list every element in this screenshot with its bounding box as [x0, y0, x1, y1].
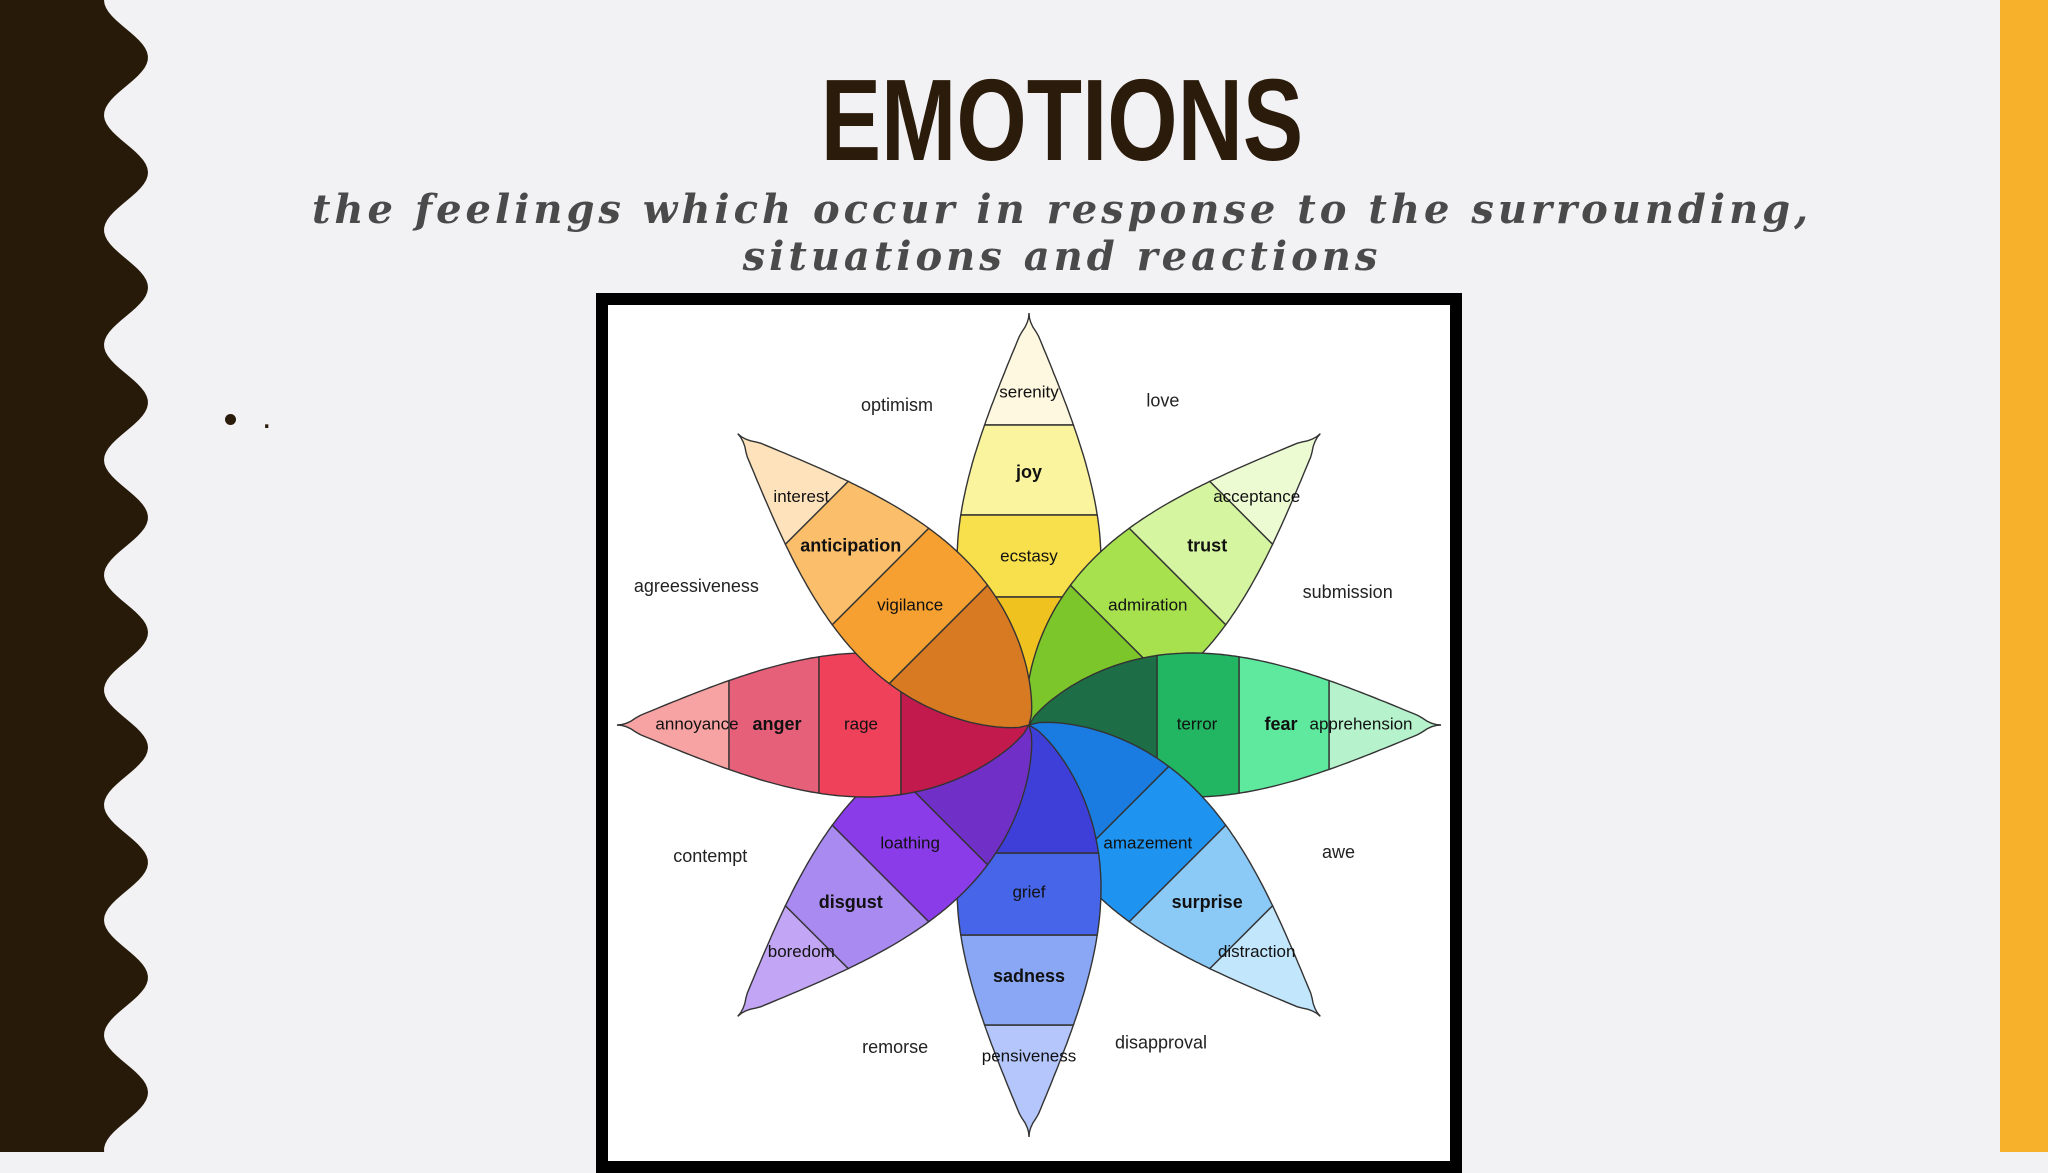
emotion-label-apprehension: apprehension	[1309, 714, 1412, 733]
petal-trust-band-1	[1128, 480, 1274, 626]
petal-sadness-band-0	[983, 1024, 1075, 1138]
petal-anger-band-1	[728, 655, 820, 795]
dyad-label-disapproval: disapproval	[1115, 1032, 1207, 1052]
emotion-label-interest: interest	[773, 487, 829, 506]
bullet-marker	[225, 413, 236, 425]
emotion-label-grief: grief	[1012, 882, 1045, 901]
petal-fear-band-0	[1328, 679, 1442, 771]
emotion-label-anticipation: anticipation	[800, 536, 901, 556]
emotion-wheel-frame: serenity joy ecstasy acceptance trust admirat…	[596, 293, 1462, 1173]
emotion-label-acceptance: acceptance	[1213, 487, 1300, 506]
emotion-label-pensiveness: pensiveness	[982, 1046, 1077, 1065]
petal-joy-band-1	[959, 424, 1099, 516]
emotion-label-trust: trust	[1187, 536, 1227, 556]
emotion-label-loathing: loathing	[880, 833, 940, 852]
petal-fear-band-1	[1238, 655, 1330, 795]
dyad-label-remorse: remorse	[862, 1037, 928, 1057]
dyad-label-contempt: contempt	[673, 846, 747, 866]
emotion-label-disgust: disgust	[819, 892, 883, 912]
bullet-text: .	[262, 398, 272, 436]
emotion-label-surprise: surprise	[1172, 892, 1243, 912]
emotion-label-admiration: admiration	[1108, 596, 1187, 615]
petal-disgust-band-1	[784, 824, 930, 970]
emotion-label-vigilance: vigilance	[877, 596, 943, 615]
emotion-label-rage: rage	[844, 714, 878, 733]
emotion-label-annoyance: annoyance	[655, 714, 738, 733]
emotion-label-boredom: boredom	[768, 942, 835, 961]
emotion-wheel: serenity joy ecstasy acceptance trust admirat…	[608, 305, 1450, 1161]
slide-title: EMOTIONS	[820, 55, 1304, 185]
emotion-label-distraction: distraction	[1218, 942, 1295, 961]
emotion-label-amazement: amazement	[1103, 833, 1192, 852]
petal-sadness-band-1	[959, 934, 1099, 1026]
wavy-left-border	[0, 0, 148, 1152]
emotion-label-serenity: serenity	[999, 382, 1059, 401]
emotion-label-joy: joy	[1015, 462, 1042, 482]
emotion-label-fear: fear	[1264, 714, 1297, 734]
petal-anticipation-band-1	[784, 480, 930, 626]
right-accent-bar	[2000, 0, 2048, 1152]
petal-surprise-band-1	[1128, 824, 1274, 970]
emotion-label-sadness: sadness	[993, 966, 1065, 986]
dyad-label-agreessiveness: agreessiveness	[634, 576, 759, 596]
petal-disgust-band-0	[737, 904, 850, 1017]
dyad-label-love: love	[1146, 390, 1179, 410]
bullet-item: .	[225, 398, 271, 437]
dyad-label-submission: submission	[1303, 582, 1393, 602]
slide-subtitle: the feelings which occur in response to …	[311, 186, 1813, 280]
emotion-label-anger: anger	[752, 714, 801, 734]
dyad-label-awe: awe	[1322, 842, 1355, 862]
petal-anticipation-band-0	[737, 433, 850, 546]
emotion-label-ecstasy: ecstasy	[1000, 546, 1058, 565]
petal-anticipation-band-3	[888, 584, 1033, 729]
petal-anger-band-0	[616, 679, 730, 771]
dyad-label-optimism: optimism	[861, 395, 933, 415]
petal-anticipation-band-2	[831, 527, 989, 685]
petal-surprise-band-0	[1208, 904, 1321, 1017]
petal-trust-band-0	[1208, 433, 1321, 546]
emotion-label-terror: terror	[1177, 714, 1218, 733]
petal-joy-band-0	[983, 312, 1075, 426]
